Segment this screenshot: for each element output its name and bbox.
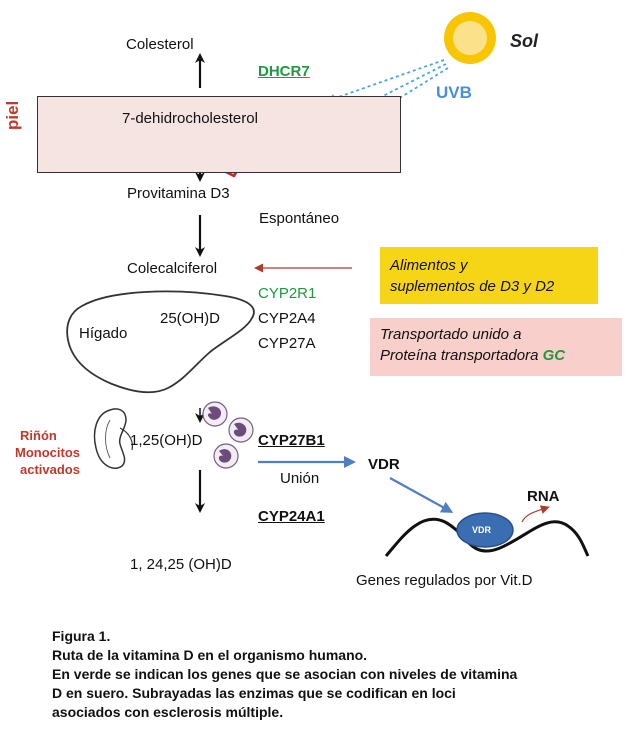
uvb-label: UVB [436, 83, 472, 102]
cyp27a-label: CYP27A [258, 335, 316, 352]
monocitos-label: Monocitos [15, 445, 80, 460]
provitamina-label: Provitamina D3 [127, 185, 230, 202]
skin-box [37, 96, 401, 173]
gc-label: GC [542, 347, 566, 364]
caption-line-2: Ruta de la vitamina D en el organismo hu… [52, 647, 368, 663]
vdr-label: VDR [368, 456, 400, 473]
transport-box: Transportado unido a Proteína transporta… [370, 318, 622, 376]
transport-line-2-text: Proteína transportadora [380, 347, 543, 364]
higado-label: Hígado [79, 325, 128, 342]
sun-icon [444, 12, 496, 64]
dhcr7-label: DHCR7 [258, 63, 310, 80]
caption-line-1: Figura 1. [52, 628, 111, 644]
transport-line-1: Transportado unido a [380, 326, 522, 343]
rinon-label: Riñón [20, 428, 57, 443]
oh25-label: 25(OH)D [160, 310, 221, 327]
vdr-protein [456, 512, 514, 548]
transport-line-2: Proteína transportadora GC [380, 345, 612, 366]
dehidro-label: 7-dehidrocholesterol [122, 110, 258, 127]
cyp27b1-label: CYP27B1 [258, 432, 325, 449]
colesterol-label: Colesterol [126, 36, 194, 53]
oh125-label: 1,25(OH)D [130, 432, 203, 449]
colecalciferol-label: Colecalciferol [127, 260, 218, 277]
vdr-small-label: VDR [472, 525, 492, 535]
caption-line-3: En verde se indican los genes que se aso… [52, 666, 518, 682]
food-box: Alimentos y suplementos de D3 y D2 [380, 247, 598, 304]
figure-caption: Figura 1. Ruta de la vitamina D en el or… [52, 627, 592, 722]
caption-line-5: asociados con esclerosis múltiple. [52, 704, 284, 720]
genes-label: Genes regulados por Vit.D [356, 572, 533, 589]
activados-label: activados [20, 462, 80, 477]
sol-label: Sol [510, 31, 539, 51]
oh12425-label: 1, 24,25 (OH)D [130, 556, 232, 573]
cyp2r1-label: CYP2R1 [258, 285, 317, 302]
food-line-1: Alimentos y [390, 257, 468, 274]
monocytes-icon [202, 401, 254, 469]
cyp24a1-label: CYP24A1 [258, 508, 325, 525]
piel-label: piel [3, 100, 22, 130]
vdr-dna-arrow [389, 477, 454, 513]
union-label: Unión [280, 470, 320, 487]
food-line-2: suplementos de D3 y D2 [390, 278, 555, 295]
caption-line-4: D en suero. Subrayadas las enzimas que s… [52, 685, 456, 701]
espontaneo-label: Espontáneo [259, 210, 340, 227]
kidney-icon [93, 408, 133, 469]
liver-icon [66, 290, 255, 394]
dna-strand [384, 517, 590, 557]
rna-label: RNA [527, 488, 560, 505]
cyp2a4-label: CYP2A4 [258, 310, 316, 327]
rna-arrow [521, 505, 550, 523]
